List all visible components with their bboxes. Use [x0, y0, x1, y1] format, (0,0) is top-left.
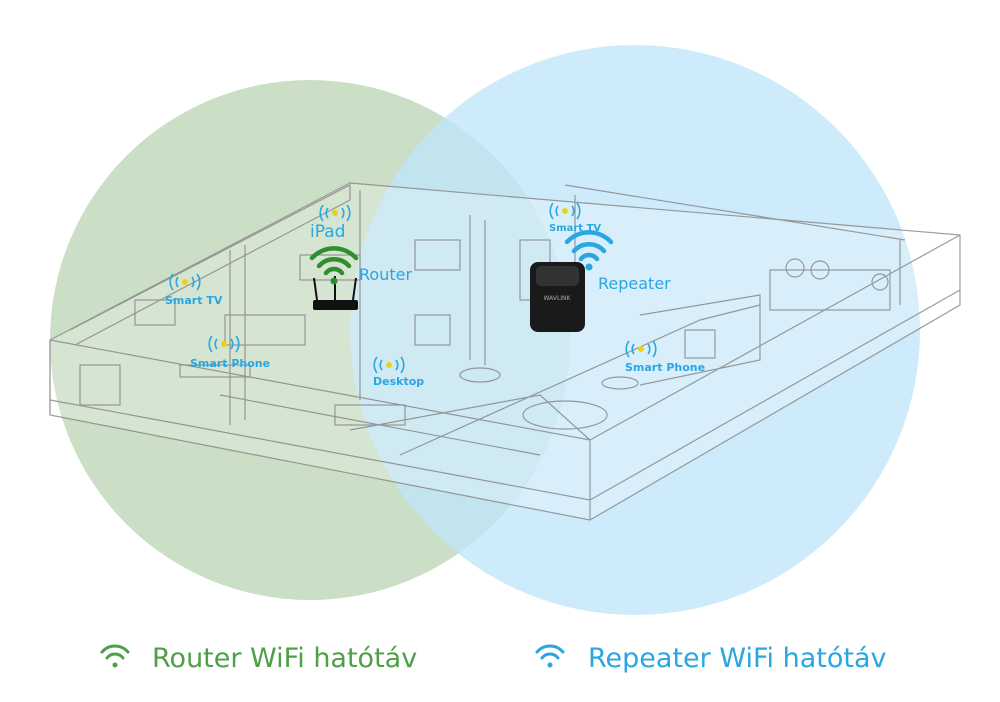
signal-icon-smart-phone-left: [208, 335, 240, 353]
repeater-device: WAVLINK: [530, 262, 585, 332]
signal-icon-smart-tv-right: [549, 202, 581, 220]
device-signal-icons: [169, 202, 657, 374]
repeater-coverage-zone: [350, 45, 920, 615]
building-floorplan: [49, 182, 961, 521]
legend-repeater-wifi-icon: [535, 644, 565, 668]
legend-router: Router WiFi hatótáv: [152, 638, 417, 678]
smart-tv-left-label: Smart TV: [165, 294, 223, 307]
svg-text:WAVLINK: WAVLINK: [544, 295, 572, 302]
ipad-label: iPad: [310, 222, 346, 242]
repeater-label: Repeater: [598, 274, 671, 293]
legend-repeater: Repeater WiFi hatótáv: [588, 638, 886, 678]
legend-repeater-text: Repeater WiFi hatótáv: [588, 642, 887, 674]
signal-icon-desktop: [373, 356, 405, 374]
legend-router-wifi-icon: [100, 644, 130, 668]
signal-icon-ipad: [319, 204, 351, 222]
repeater-wifi-icon: [564, 230, 614, 271]
router-label: Router: [359, 265, 413, 284]
legend-router-text: Router WiFi hatótáv: [152, 642, 418, 674]
signal-icon-smart-phone-right: [625, 340, 657, 358]
smart-phone-left-label: Smart Phone: [190, 357, 271, 370]
signal-icon-smart-tv-left: [169, 273, 201, 291]
router-wifi-icon: [309, 246, 359, 285]
router-device: [313, 276, 358, 310]
smart-phone-right-label: Smart Phone: [625, 361, 706, 374]
desktop-label: Desktop: [373, 375, 425, 388]
smart-tv-right-label: Smart TV: [549, 223, 602, 234]
